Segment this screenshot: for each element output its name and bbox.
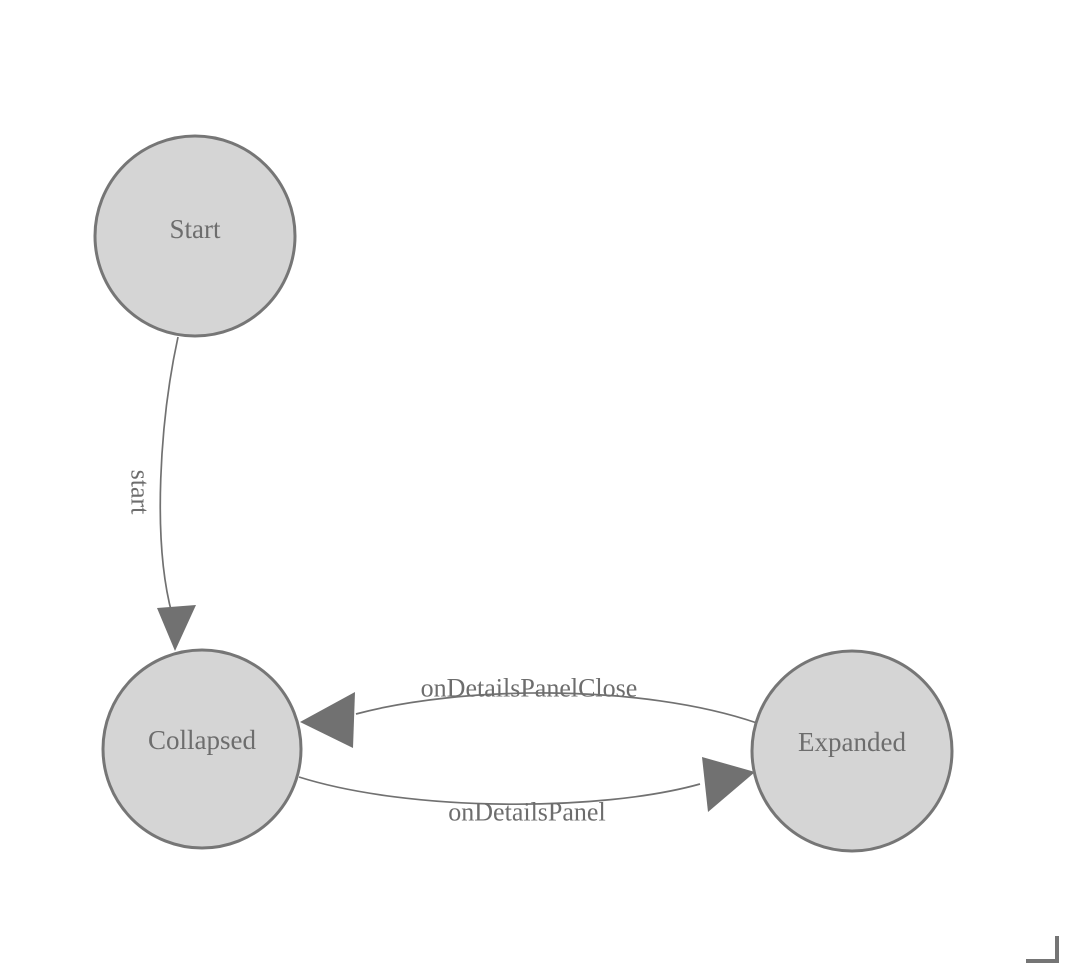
edge-label-start: start	[126, 470, 155, 516]
node-start[interactable]: Start	[93, 134, 297, 338]
edge-path-start-to-collapsed	[159, 336, 179, 615]
node-collapsed-label: Collapsed	[148, 725, 256, 755]
edge-label-on-details-panel: onDetailsPanel	[448, 798, 605, 827]
edge-expanded-to-collapsed[interactable]	[300, 692, 758, 748]
node-start-circle	[93, 134, 297, 338]
node-expanded[interactable]: Expanded	[750, 649, 954, 853]
node-collapsed[interactable]: Collapsed	[101, 648, 303, 850]
edge-start-to-collapsed[interactable]	[157, 336, 196, 651]
arrowhead-left-into-collapsed	[300, 692, 355, 748]
edge-label-on-details-panel-close: onDetailsPanelClose	[421, 674, 638, 703]
arrowhead-down-into-collapsed	[157, 605, 196, 651]
edge-collapsed-to-expanded[interactable]	[298, 757, 755, 812]
node-start-label: Start	[170, 214, 221, 244]
edge-path-collapsed-to-expanded	[298, 776, 701, 806]
node-expanded-label: Expanded	[798, 727, 906, 757]
edge-path-expanded-to-collapsed	[355, 692, 758, 724]
resize-corner-icon[interactable]	[1026, 936, 1059, 963]
node-expanded-circle	[750, 649, 954, 853]
node-collapsed-circle	[101, 648, 303, 850]
arrowhead-right-into-expanded	[702, 757, 755, 812]
